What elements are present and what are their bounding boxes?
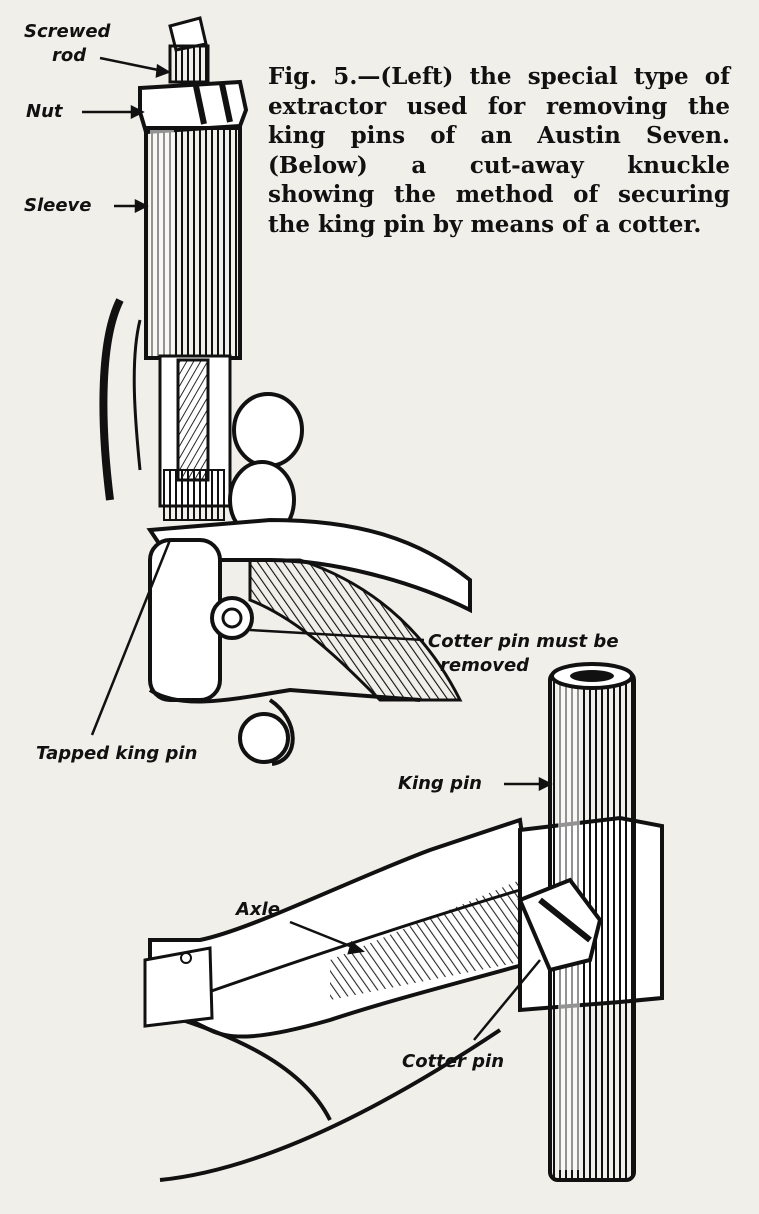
label-screwed-rod-line1: Screwed	[24, 21, 111, 42]
nut-shape	[138, 79, 249, 135]
label-screwed-rod-line2: rod	[52, 45, 87, 66]
knuckle-leaders	[289, 776, 553, 1041]
label-king-pin: King pin	[398, 773, 482, 794]
label-cotter-pin-removed-line1: Cotter pin must be	[428, 631, 619, 652]
knuckle-drawing	[143, 662, 664, 1182]
extractor-leaders	[82, 56, 425, 736]
label-cotter-pin: Cotter pin	[402, 1051, 505, 1072]
label-axle: Axle	[236, 899, 280, 920]
label-sleeve: Sleeve	[24, 195, 92, 216]
label-tapped-king-pin: Tapped king pin	[36, 743, 198, 764]
screwed-rod-cap	[168, 16, 208, 52]
figure-caption: Fig. 5.—(Left) the special type of extra…	[268, 63, 730, 238]
knuckle-web	[248, 558, 463, 702]
extractor-drawing	[99, 16, 472, 766]
label-cotter-pin-removed-line2: removed	[440, 655, 530, 676]
label-nut: Nut	[26, 101, 63, 122]
screwed-rod	[168, 44, 210, 84]
